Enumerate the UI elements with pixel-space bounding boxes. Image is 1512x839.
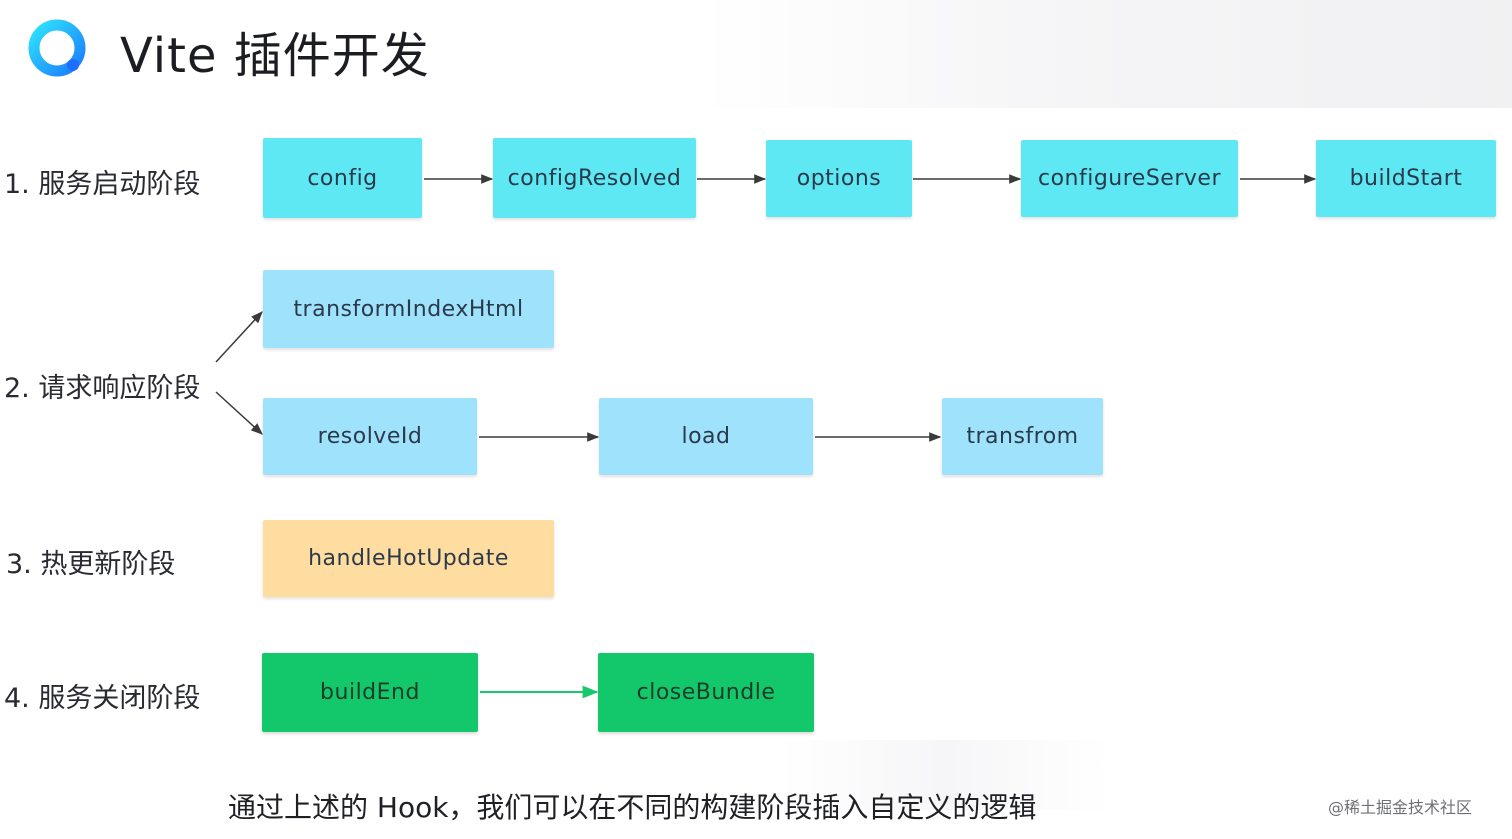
hook-resolveid: resolveId — [263, 398, 477, 475]
hook-load: load — [599, 398, 813, 475]
hook-buildstart: buildStart — [1316, 140, 1496, 217]
arrow-stage2-to-transformindexhtml — [215, 311, 263, 363]
hook-configresolved: configResolved — [493, 138, 696, 218]
hook-configureserver: configureServer — [1021, 140, 1238, 217]
hook-buildend: buildEnd — [262, 653, 478, 732]
watermark: @稀土掘金技术社区 — [1328, 798, 1473, 817]
background-illustration-bottom — [780, 740, 1110, 810]
page-title: Vite 插件开发 — [120, 28, 430, 84]
stage-label-close: 4. 服务关闭阶段 — [4, 683, 201, 714]
background-illustration — [700, 0, 1512, 108]
caption-subtitle: 通过上述的 Hook，我们可以在不同的构建阶段插入自定义的逻辑 — [228, 791, 1037, 824]
hook-closebundle: closeBundle — [598, 653, 814, 732]
hook-transformindexhtml: transformIndexHtml — [263, 270, 554, 348]
hook-config: config — [263, 138, 422, 218]
hook-options: options — [766, 140, 912, 217]
stage-label-startup: 1. 服务启动阶段 — [4, 169, 201, 200]
arrow-stage2-to-resolveid — [215, 391, 263, 435]
hook-handlehotupdate: handleHotUpdate — [263, 520, 554, 597]
stage-label-hmr: 3. 热更新阶段 — [6, 549, 176, 580]
vite-q-logo-icon — [28, 19, 86, 77]
hook-transfrom: transfrom — [942, 398, 1103, 475]
stage-label-request: 2. 请求响应阶段 — [4, 373, 201, 404]
